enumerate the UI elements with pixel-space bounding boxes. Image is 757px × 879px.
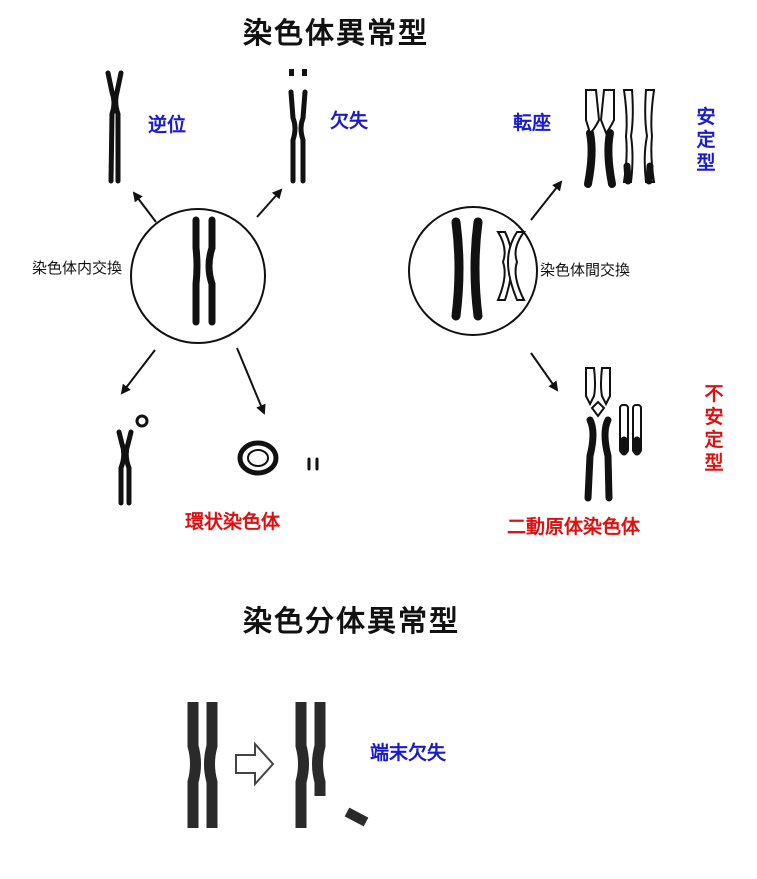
- translocation-black-tips: [627, 166, 650, 181]
- dicentric-fragment-tips: [624, 440, 637, 452]
- deletion-fragment-dots: [289, 69, 307, 76]
- arrow-to-dicentric: [531, 353, 557, 390]
- arrows: [122, 182, 561, 413]
- translocation-white-arms: [586, 90, 614, 133]
- translocation-black-chromosome: [588, 133, 612, 184]
- inversion-chromosome: [108, 73, 121, 181]
- acentric-ring: [137, 416, 147, 426]
- arrow-to-translocation: [531, 182, 561, 220]
- terminal-deletion-chromosome: [301, 702, 320, 828]
- deletion-chromosome: [291, 92, 305, 181]
- arrow-to-inversion: [134, 193, 156, 222]
- dicentric-black-lower: [588, 420, 609, 498]
- arrow-to-deletion: [257, 190, 281, 217]
- dicentric-white-upper: [586, 368, 610, 416]
- ring-chromosome: [240, 443, 276, 473]
- hollow-arrow: [236, 744, 273, 784]
- fragment-chromosome: [119, 432, 131, 503]
- black-chromosome-in-right-circle: [456, 222, 478, 316]
- broken-fragment: [347, 812, 366, 822]
- arrow-to-deletion-fragment: [122, 350, 155, 393]
- white-chromosome-in-right-circle: [498, 232, 524, 300]
- chromatid-original-chromosome: [193, 702, 212, 828]
- chromosome-in-left-circle: [196, 220, 212, 322]
- ring-chromosome-inner: [248, 450, 268, 466]
- ring-fragments: [309, 459, 317, 469]
- arrow-to-ring: [237, 348, 264, 413]
